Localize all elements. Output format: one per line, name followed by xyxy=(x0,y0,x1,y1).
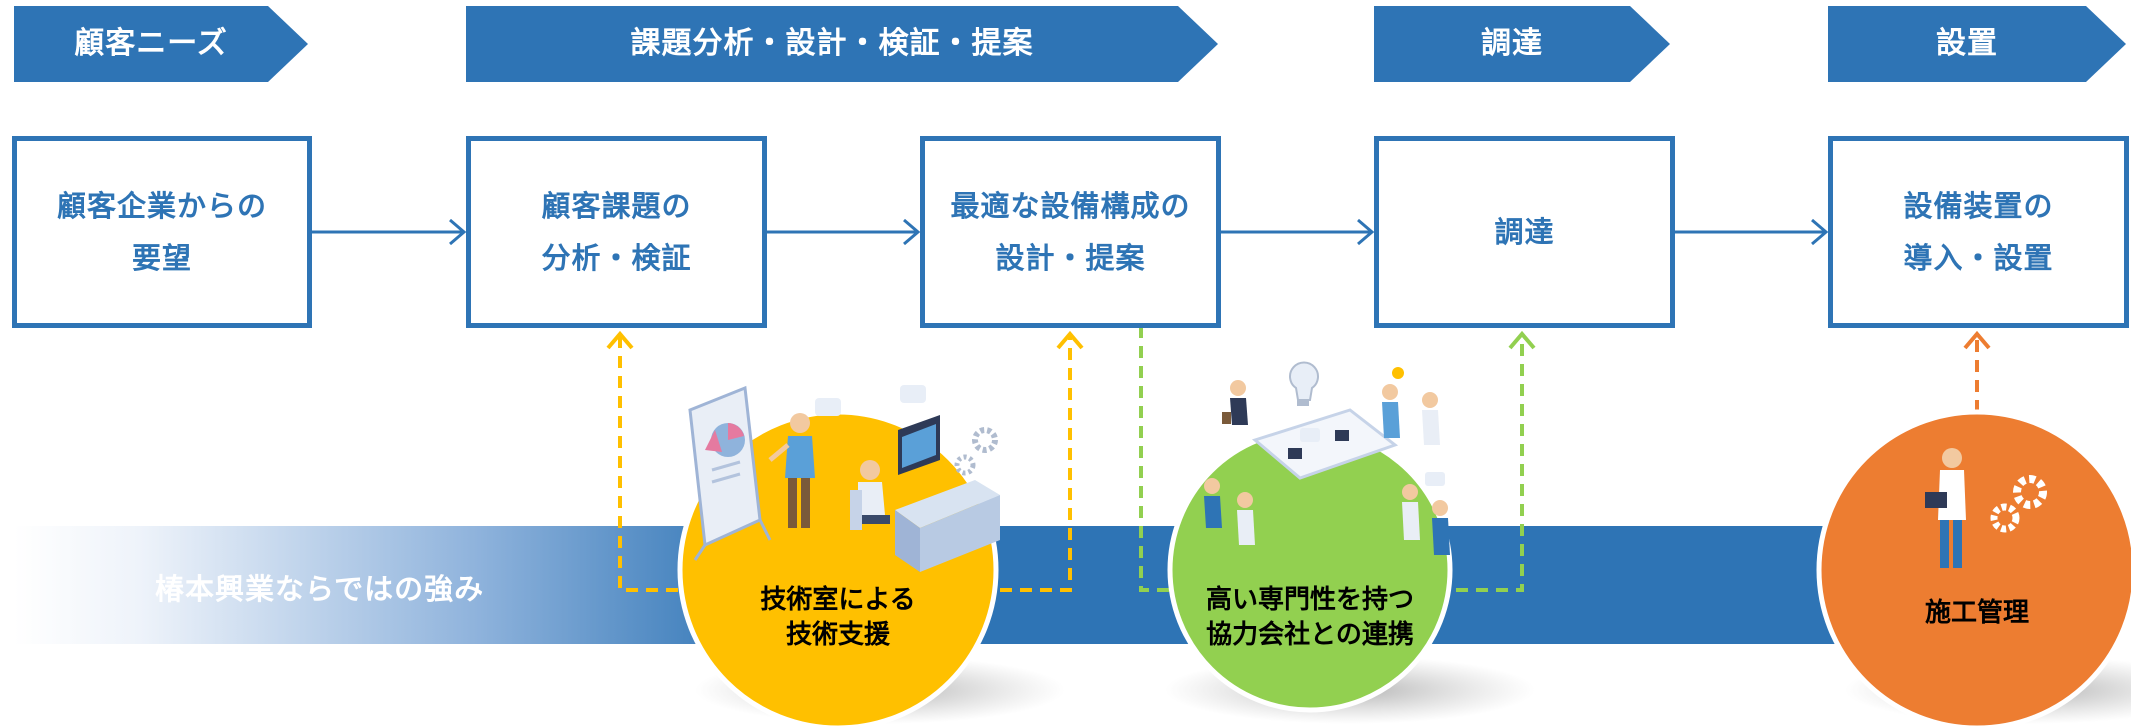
strength-label-line: 技術支援 xyxy=(785,620,890,650)
step-text-line: 顧客企業からの xyxy=(56,189,267,223)
step-box-installation: 設備装置の 導入・設置 xyxy=(1828,136,2129,328)
tech-office-illustration xyxy=(688,385,1000,572)
step-text-line: 調達 xyxy=(1494,215,1555,249)
strength-label-construction: 施工管理 xyxy=(1877,596,2077,631)
step-text-line: 最適な設備構成の xyxy=(950,189,1191,223)
flow-arrows xyxy=(312,218,1829,246)
step-box-design: 最適な設備構成の 設計・提案 xyxy=(920,136,1221,328)
phase-label: 調達 xyxy=(1481,26,1543,61)
strength-label-line: 高い専門性を持つ xyxy=(1205,585,1414,615)
strength-title: 椿本興業ならではの強み xyxy=(155,572,485,606)
strength-label-partners: 高い専門性を持つ 協力会社との連携 xyxy=(1180,583,1440,653)
step-box-procurement: 調達 xyxy=(1374,136,1675,328)
strength-label-line: 施工管理 xyxy=(1924,598,2029,628)
step-text-line: 分析・検証 xyxy=(541,241,692,275)
phase-banner-analysis xyxy=(466,6,1218,82)
strength-circle-construction xyxy=(1816,409,2131,728)
tech-support-arrowhead-right xyxy=(1056,330,1084,350)
phase-banner-installation xyxy=(1828,6,2126,82)
phase-label: 課題分析・設計・検証・提案 xyxy=(630,26,1034,61)
phase-label: 顧客ニーズ xyxy=(74,26,228,61)
step-text-line: 設備装置の xyxy=(1903,189,2054,223)
strength-band xyxy=(14,526,2114,644)
phase-banner-needs xyxy=(14,6,308,82)
construction-illustration xyxy=(1925,448,2047,568)
partner-arrowhead xyxy=(1508,330,1536,350)
partners-meeting-illustration xyxy=(1204,361,1450,555)
phase-banner-procurement xyxy=(1374,6,1670,82)
step-box-customer-request: 顧客企業からの 要望 xyxy=(12,136,312,328)
step-text-line: 導入・設置 xyxy=(1903,241,2054,275)
strength-label-line: 技術室による xyxy=(760,585,916,615)
tech-support-arrowhead-left xyxy=(606,330,634,350)
step-text-line: 顧客課題の xyxy=(541,189,692,223)
tech-support-lines xyxy=(618,336,1072,592)
partner-lines xyxy=(1139,326,1524,592)
phase-label: 設置 xyxy=(1936,26,1998,61)
strength-label-tech: 技術室による 技術支援 xyxy=(718,583,958,653)
construction-arrowhead xyxy=(1963,330,1991,350)
step-text-line: 設計・提案 xyxy=(995,241,1146,275)
strength-label-line: 協力会社との連携 xyxy=(1206,620,1414,650)
step-text-line: 要望 xyxy=(131,241,192,275)
step-box-analysis: 顧客課題の 分析・検証 xyxy=(466,136,767,328)
